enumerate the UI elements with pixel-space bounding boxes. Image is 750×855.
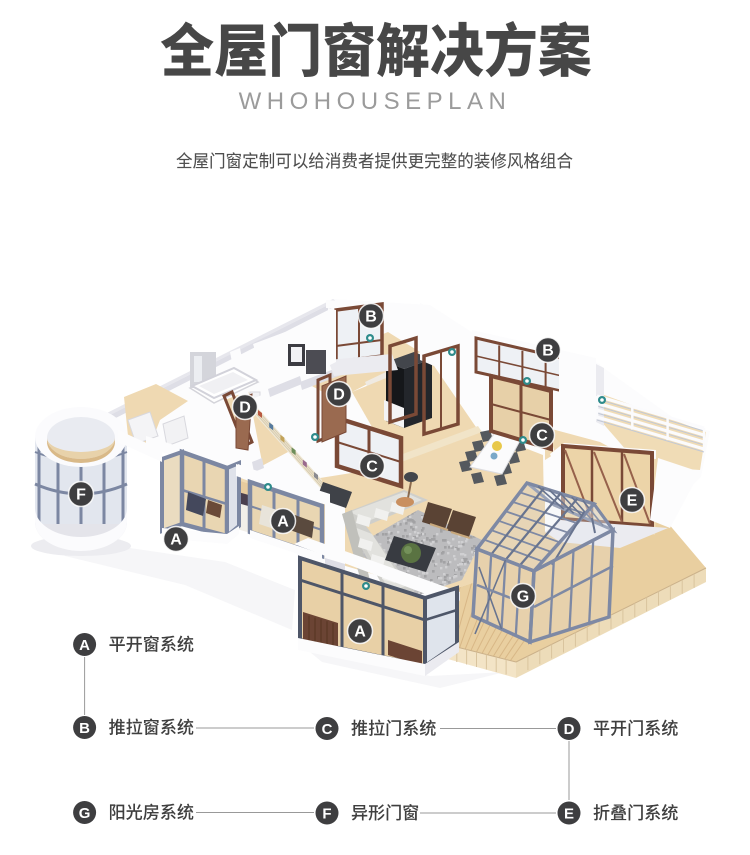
svg-text:F: F — [322, 805, 331, 822]
svg-text:A: A — [79, 637, 90, 654]
svg-text:B: B — [365, 309, 377, 326]
svg-text:B: B — [542, 343, 554, 360]
svg-text:C: C — [536, 428, 548, 445]
svg-text:C: C — [322, 721, 333, 738]
svg-text:WHOHOUSEPLAN: WHOHOUSEPLAN — [239, 88, 512, 115]
svg-text:E: E — [627, 493, 638, 510]
svg-text:A: A — [277, 514, 289, 531]
svg-text:E: E — [564, 805, 574, 822]
svg-text:A: A — [170, 532, 182, 549]
svg-text:C: C — [366, 459, 378, 476]
svg-text:G: G — [517, 589, 529, 606]
svg-text:D: D — [239, 400, 251, 417]
svg-text:D: D — [564, 721, 575, 738]
svg-text:F: F — [76, 487, 86, 504]
svg-text:A: A — [354, 624, 366, 641]
svg-text:D: D — [333, 387, 345, 404]
svg-text:G: G — [79, 805, 91, 822]
svg-text:B: B — [79, 720, 90, 737]
